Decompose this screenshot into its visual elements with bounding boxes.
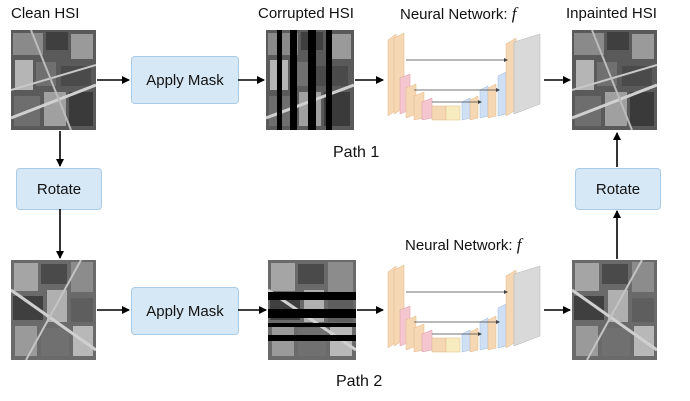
rotated-clean-hsi-image: [11, 260, 96, 360]
inpainted-rotated-hsi-image: [572, 260, 657, 360]
clean-hsi-image: [11, 30, 96, 130]
nn-label-text: Neural Network:: [400, 6, 512, 23]
nn-symbol: f: [516, 235, 522, 254]
inpainted-hsi-label: Inpainted HSI: [566, 5, 657, 22]
corrupted-hsi-image-horizontal: [268, 260, 356, 360]
neural-network-label-2: Neural Network: f: [405, 235, 521, 255]
corrupted-hsi-label: Corrupted HSI: [258, 5, 354, 22]
rotate-box-left: Rotate: [16, 168, 102, 210]
rotate-box-right: Rotate: [575, 168, 661, 210]
nn-label-text: Neural Network:: [405, 237, 517, 254]
neural-network-diagram-2: [384, 262, 544, 358]
apply-mask-box-2: Apply Mask: [131, 287, 239, 335]
apply-mask-box-1: Apply Mask: [131, 56, 239, 104]
path-2-label: Path 2: [336, 373, 383, 390]
clean-hsi-label: Clean HSI: [11, 5, 80, 22]
corrupted-hsi-image-vertical: [266, 30, 354, 130]
path-1-label: Path 1: [333, 144, 380, 161]
neural-network-label-1: Neural Network: f: [400, 4, 516, 24]
nn-symbol: f: [511, 4, 517, 23]
neural-network-diagram-1: [384, 30, 544, 126]
inpainted-hsi-image: [572, 30, 657, 130]
